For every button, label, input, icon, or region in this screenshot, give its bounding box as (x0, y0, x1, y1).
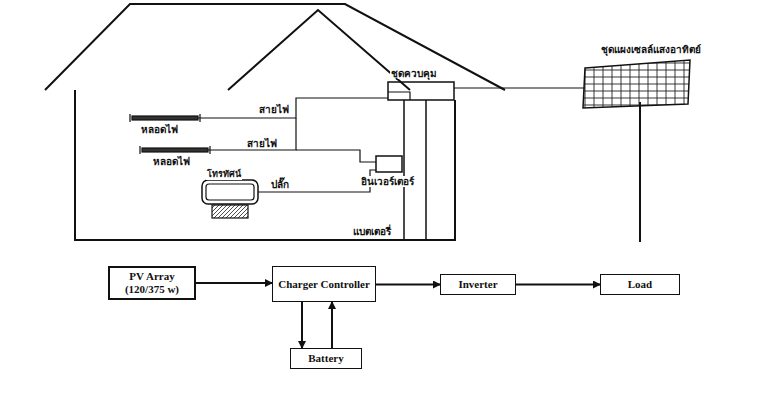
part-label: สายไฟ (246, 138, 278, 149)
part-label: อินเวอร์เตอร์ (360, 176, 415, 187)
process-box: Inverter (440, 274, 516, 295)
part-label: หลอดไฟ (140, 124, 179, 135)
flow-arrow (196, 282, 272, 284)
flow-arrow (331, 302, 333, 348)
box-label: Inverter (458, 278, 497, 291)
flow-arrow (301, 302, 303, 348)
part-label: ชุดแผงเซลล์แสงอาทิตย์ (600, 44, 702, 55)
part-label: ปลั๊ก (270, 179, 290, 190)
flow-arrow (516, 284, 600, 286)
part-label: โทรทัศน์ (206, 170, 242, 180)
part-label: สายไฟ (258, 104, 290, 115)
box-label: PV Array (120/375 w) (114, 270, 190, 295)
part-label: แบตเตอรี่ (352, 226, 392, 237)
process-box: PV Array (120/375 w) (108, 266, 196, 300)
part-label: ชุดควบคุม (390, 68, 438, 79)
process-box: Battery (290, 348, 362, 369)
box-label: Load (628, 278, 652, 291)
process-box: Charger Controller (272, 266, 376, 302)
box-label: Charger Controller (278, 278, 370, 291)
box-label: Battery (308, 352, 343, 365)
flow-arrow (376, 284, 440, 286)
process-box: Load (600, 274, 680, 295)
part-label: หลอดไฟ (152, 156, 191, 167)
